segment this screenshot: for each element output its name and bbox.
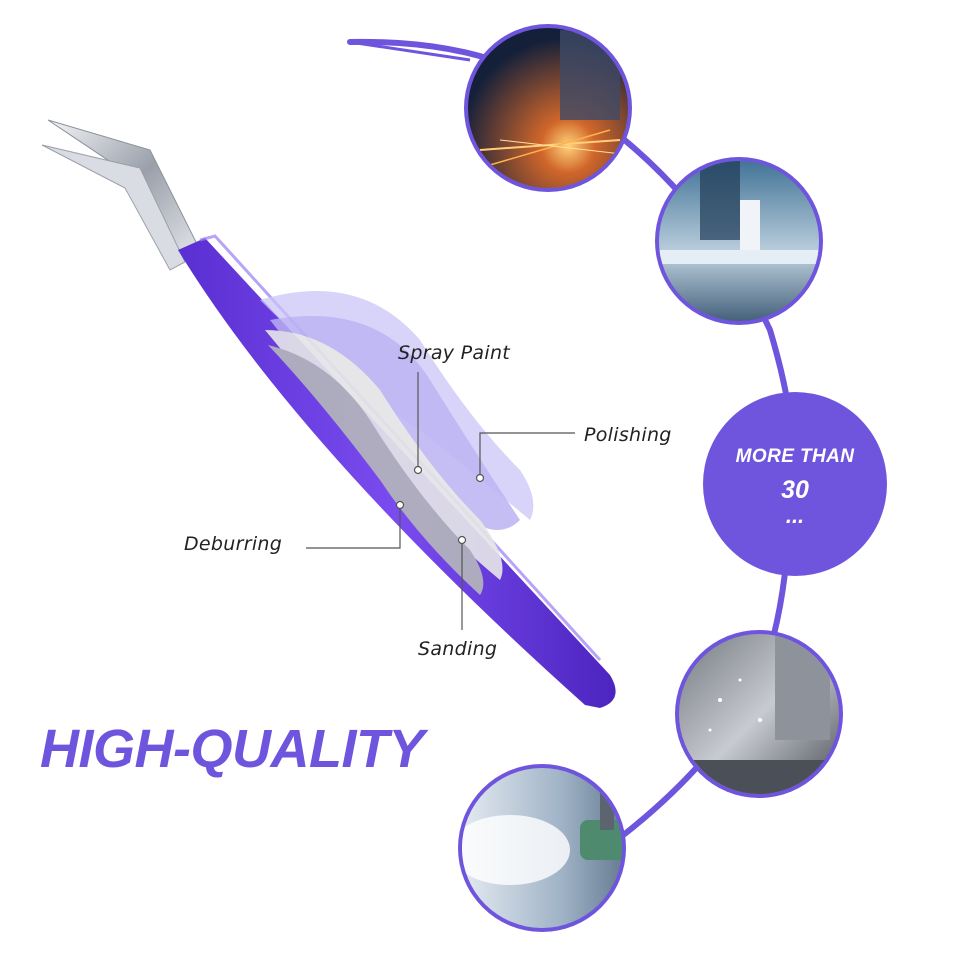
badge-line-1: MORE THAN <box>735 445 855 467</box>
callout-sanding: Sanding <box>418 638 498 660</box>
press-brake-sheet-metal-photo <box>655 157 823 325</box>
headline: HIGH-QUALITY <box>40 719 424 779</box>
cnc-milling-coolant-photo <box>675 630 843 798</box>
connector-start <box>349 40 471 62</box>
callout-deburring: Deburring <box>184 533 283 555</box>
callout-leaders <box>306 372 575 630</box>
callout-polishing: Polishing <box>584 424 672 446</box>
metal-grinding-sparks-photo <box>464 24 632 192</box>
more-than-badge: MORE THAN 30 ... <box>703 392 887 576</box>
callout-spray-paint: Spray Paint <box>398 342 511 364</box>
spray-gun-painting-photo <box>458 764 626 932</box>
badge-line-3: ... <box>785 502 805 528</box>
badge-line-2: 30 <box>781 475 809 504</box>
finish-layers <box>260 291 534 595</box>
